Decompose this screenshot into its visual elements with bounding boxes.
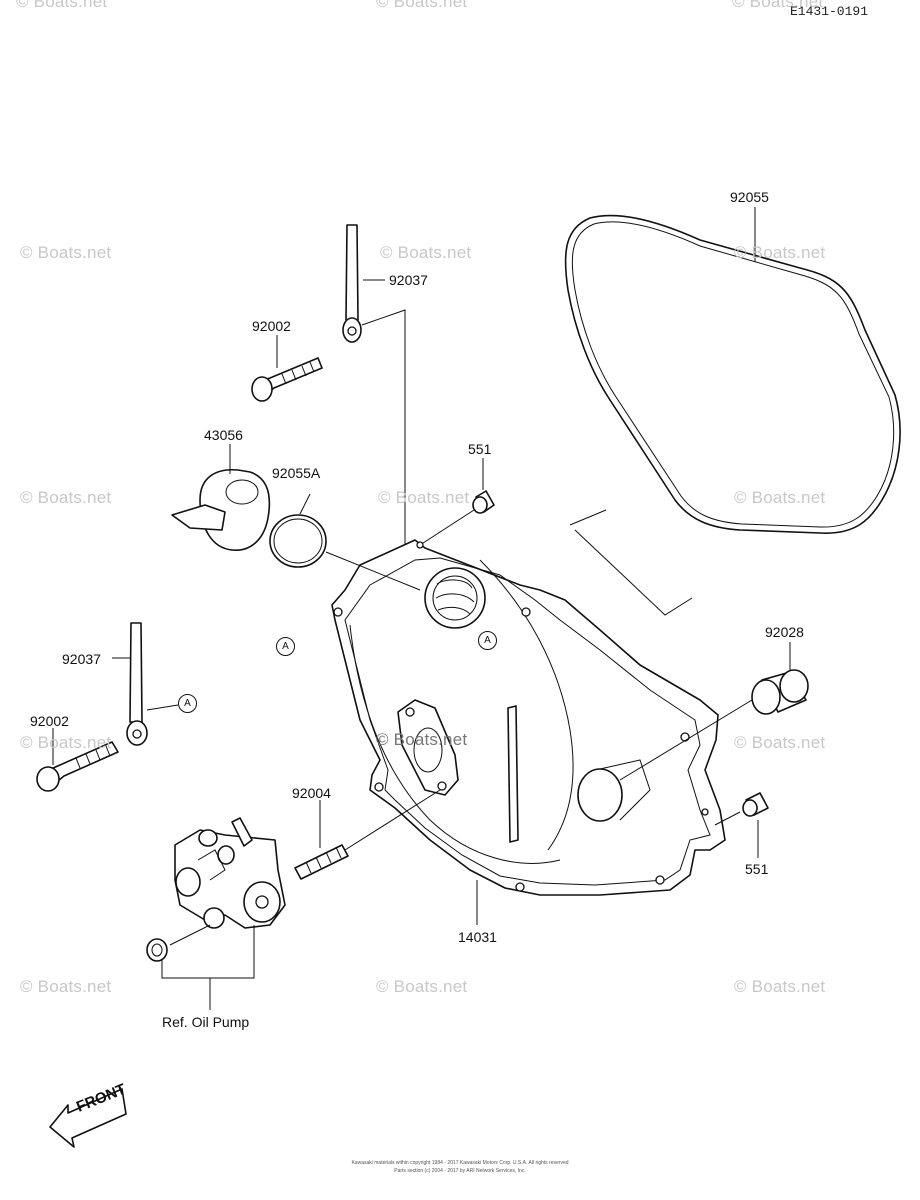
part-label-92037-upper: 92037 xyxy=(389,272,428,288)
part-label-92004: 92004 xyxy=(292,785,331,801)
watermark: © Boats.net xyxy=(732,0,824,11)
watermark: © Boats.net xyxy=(376,0,468,11)
watermark: © Boats.net xyxy=(20,488,112,507)
part-label-551-upper: 551 xyxy=(468,441,492,457)
ref-oil-pump-label: Ref. Oil Pump xyxy=(162,1014,250,1030)
cover-14031 xyxy=(331,539,726,896)
dowel-551-upper xyxy=(472,490,495,514)
marker-a: A xyxy=(276,637,295,656)
bolt-92002-upper xyxy=(251,357,323,402)
band-92037-lower xyxy=(129,622,143,723)
cap-43056 xyxy=(171,469,271,551)
part-label-92055a: 92055A xyxy=(272,465,321,481)
band-92037-upper xyxy=(345,224,359,321)
watermark: © Boats.net xyxy=(734,733,826,752)
watermark: © Boats.net xyxy=(734,488,826,507)
watermark: © Boats.net xyxy=(378,488,470,507)
bushing-92028 xyxy=(751,669,809,715)
watermark: © Boats.net xyxy=(20,733,112,752)
gasket-92055 xyxy=(564,214,901,534)
footer-copyright: Kawasaki materials within copyright 1984… xyxy=(351,1160,569,1166)
front-arrow-icon xyxy=(49,1088,127,1148)
part-label-14031: 14031 xyxy=(458,929,497,945)
bolt-92002-lower xyxy=(36,741,119,792)
watermark: © Boats.net xyxy=(16,0,108,11)
part-label-92037-lower: 92037 xyxy=(62,651,101,667)
watermark: © Boats.net xyxy=(376,730,468,749)
watermark: © Boats.net xyxy=(20,977,112,996)
part-label-92002-lower: 92002 xyxy=(30,713,69,729)
oring-92055a xyxy=(269,514,327,568)
watermark: © Boats.net xyxy=(734,977,826,996)
watermark: © Boats.net xyxy=(376,977,468,996)
part-label-92002-upper: 92002 xyxy=(252,318,291,334)
part-label-92055: 92055 xyxy=(730,189,769,205)
diagram-code: E1431-0191 xyxy=(790,4,869,19)
stud-92004 xyxy=(294,844,349,880)
part-label-551-lower: 551 xyxy=(745,861,769,877)
marker-a: A xyxy=(178,694,197,713)
part-label-92028: 92028 xyxy=(765,624,804,640)
pump-nut xyxy=(146,938,168,962)
watermark: © Boats.net xyxy=(20,243,112,262)
marker-a: A xyxy=(478,631,497,650)
watermark: © Boats.net xyxy=(380,243,472,262)
part-label-43056: 43056 xyxy=(204,427,243,443)
watermark: © Boats.net xyxy=(734,243,826,262)
footer-parts-copyright: Parts section (c) 2004 - 2017 by ARI Net… xyxy=(394,1168,526,1174)
oil-pump xyxy=(174,817,286,929)
dowel-551-lower xyxy=(742,792,769,817)
